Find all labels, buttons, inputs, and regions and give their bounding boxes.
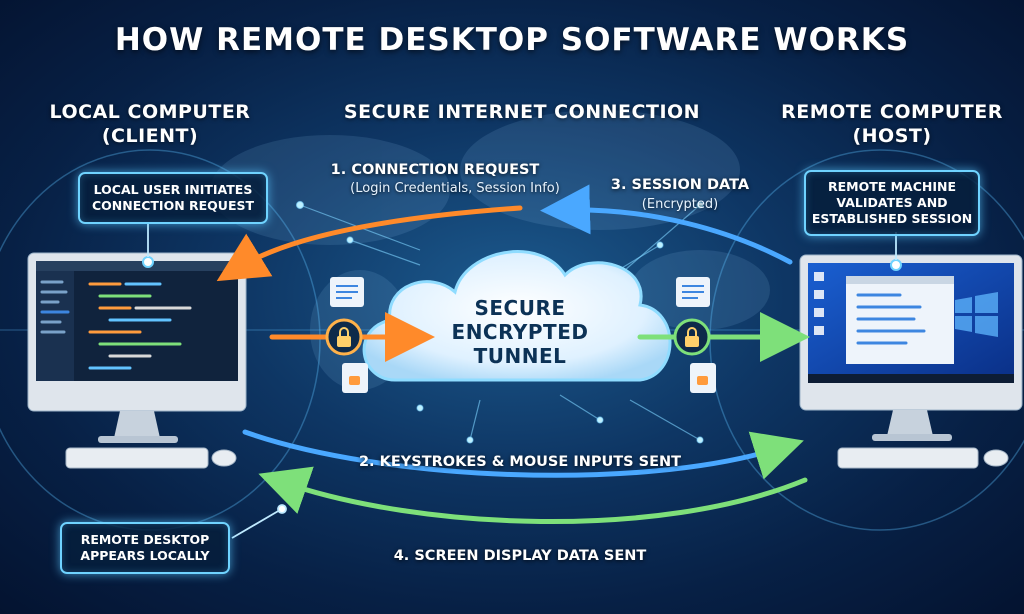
step3-label: 3. SESSION DATA (610, 177, 750, 193)
local-user-callout: LOCAL USER INITIATES CONNECTION REQUEST (78, 172, 268, 224)
step4-label: 4. SCREEN DISPLAY DATA SENT (393, 548, 647, 564)
locked-file-icon (690, 363, 716, 393)
step1-label: 1. CONNECTION REQUEST (330, 162, 540, 178)
lock-icon (325, 318, 363, 356)
step1-arrow (216, 205, 523, 282)
step2-arrow (242, 429, 804, 480)
remote-computer-heading: REMOTE COMPUTER (HOST) (781, 101, 1003, 147)
locked-file-icon (342, 363, 368, 393)
step1-detail: (Login Credentials, Session Info) (350, 181, 560, 196)
secure-tunnel-label: SECURE ENCRYPTED TUNNEL (451, 296, 589, 368)
page-title: HOW REMOTE DESKTOP SOFTWARE WORKS (114, 22, 910, 58)
document-icon (330, 277, 364, 307)
secure-tunnel-cloud (362, 250, 672, 382)
document-icon (676, 277, 710, 307)
step4-arrow (258, 466, 808, 524)
step2-label: 2. KEYSTROKES & MOUSE INPUTS SENT (358, 454, 682, 470)
windows-logo-icon (955, 292, 998, 337)
step3-detail: (Encrypted) (641, 197, 719, 212)
flow-arrows (216, 184, 810, 524)
lock-icon (673, 318, 711, 356)
step3-arrow (540, 184, 793, 265)
internet-connection-heading: SECURE INTERNET CONNECTION (343, 101, 701, 123)
local-computer-heading: LOCAL COMPUTER (CLIENT) (49, 101, 251, 147)
remote-computer (799, 254, 1023, 469)
appears-locally-callout: REMOTE DESKTOP APPEARS LOCALLY (60, 522, 230, 574)
local-computer (27, 252, 247, 469)
remote-machine-callout: REMOTE MACHINE VALIDATES AND ESTABLISHED… (804, 170, 980, 236)
